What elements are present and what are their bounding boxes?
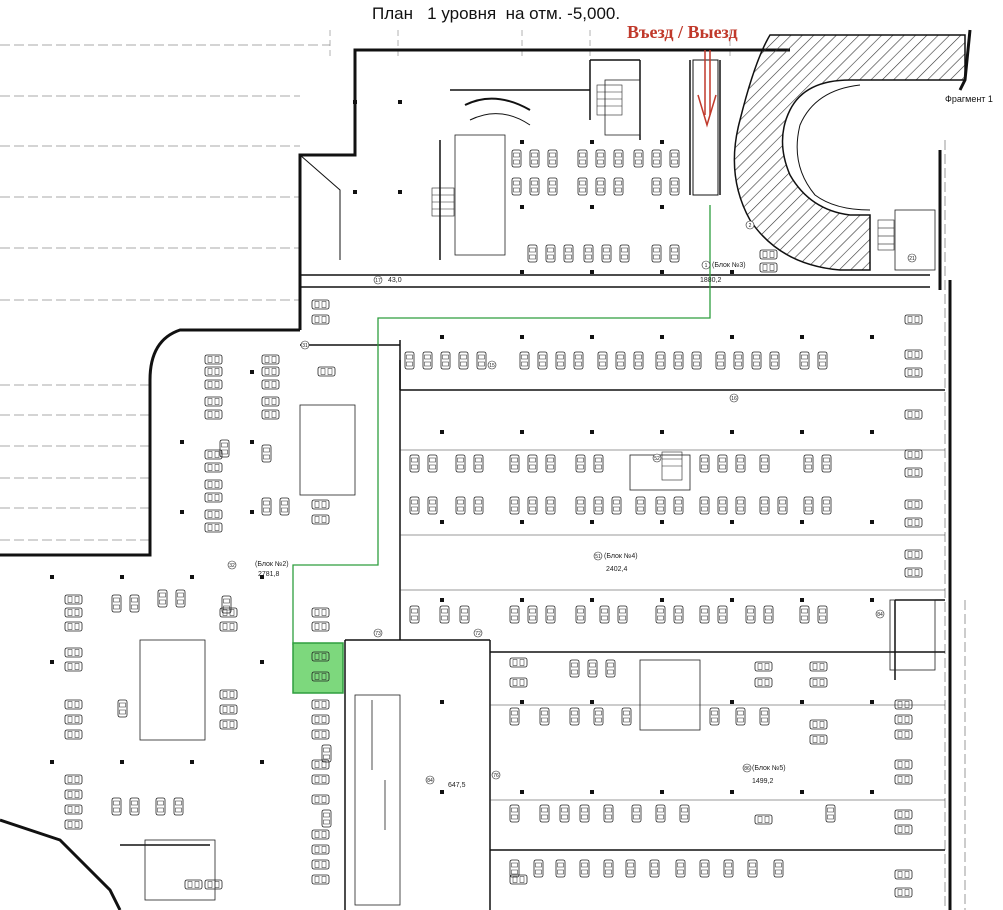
- columns: [50, 100, 874, 794]
- ramp-inner-edge: [796, 84, 871, 211]
- parking-row-lines: [400, 449, 945, 801]
- curved-ramp: [733, 34, 966, 271]
- room84-area: 647,5: [448, 782, 466, 789]
- svg-text:16: 16: [731, 396, 737, 402]
- entry-exit-label: Въезд / Выезд: [627, 22, 738, 42]
- svg-text:86: 86: [744, 766, 750, 772]
- svg-text:84: 84: [877, 612, 883, 618]
- highlighted-parking: [292, 642, 344, 694]
- corridor-area: 43,0: [388, 277, 402, 284]
- block3-area: 1880,2: [700, 277, 722, 284]
- svg-text:72: 72: [475, 631, 481, 637]
- outer-walls: [0, 29, 972, 910]
- svg-text:32: 32: [229, 563, 235, 569]
- block4-name: (Блок №4): [604, 553, 638, 560]
- ramp-arrows: [371, 700, 386, 830]
- block2-area: 2781,8: [258, 571, 280, 578]
- block5-area: 1499,2: [752, 778, 774, 785]
- fragment-label: Фрагмент 1: [945, 94, 993, 104]
- svg-text:52: 52: [654, 456, 660, 462]
- plan-title: План 1 уровня на отм. -5,000.: [372, 4, 621, 23]
- svg-text:73: 73: [375, 631, 381, 637]
- svg-text:51: 51: [595, 554, 601, 560]
- svg-text:15: 15: [489, 363, 495, 369]
- stair-icon: [431, 84, 895, 481]
- svg-text:2: 2: [749, 223, 752, 229]
- svg-text:17: 17: [375, 278, 381, 284]
- svg-text:84: 84: [427, 778, 433, 784]
- internal-walls: [120, 59, 945, 910]
- room-markers: [227, 220, 917, 785]
- parking-spots: [111, 149, 836, 878]
- axis-lines-left: [0, 44, 966, 910]
- axis-lines-top: [329, 30, 731, 60]
- block5-name: (Блок №5): [752, 765, 786, 772]
- svg-text:1: 1: [705, 263, 708, 269]
- block3-name: (Блок №3): [712, 262, 746, 269]
- block2-name: (Блок №2): [255, 561, 289, 568]
- red-down-arrow-icon: [697, 50, 717, 128]
- svg-text:21: 21: [909, 256, 915, 262]
- entrance-arc: [464, 97, 531, 111]
- svg-text:76: 76: [493, 773, 499, 779]
- room-markers-text: 17 1 31 51 32 86 73 72 84 15 16 2 21 84 52 76: [229, 223, 915, 784]
- block4-area: 2402,4: [606, 566, 628, 573]
- svg-text:31: 31: [302, 343, 308, 349]
- route-path: [292, 205, 711, 645]
